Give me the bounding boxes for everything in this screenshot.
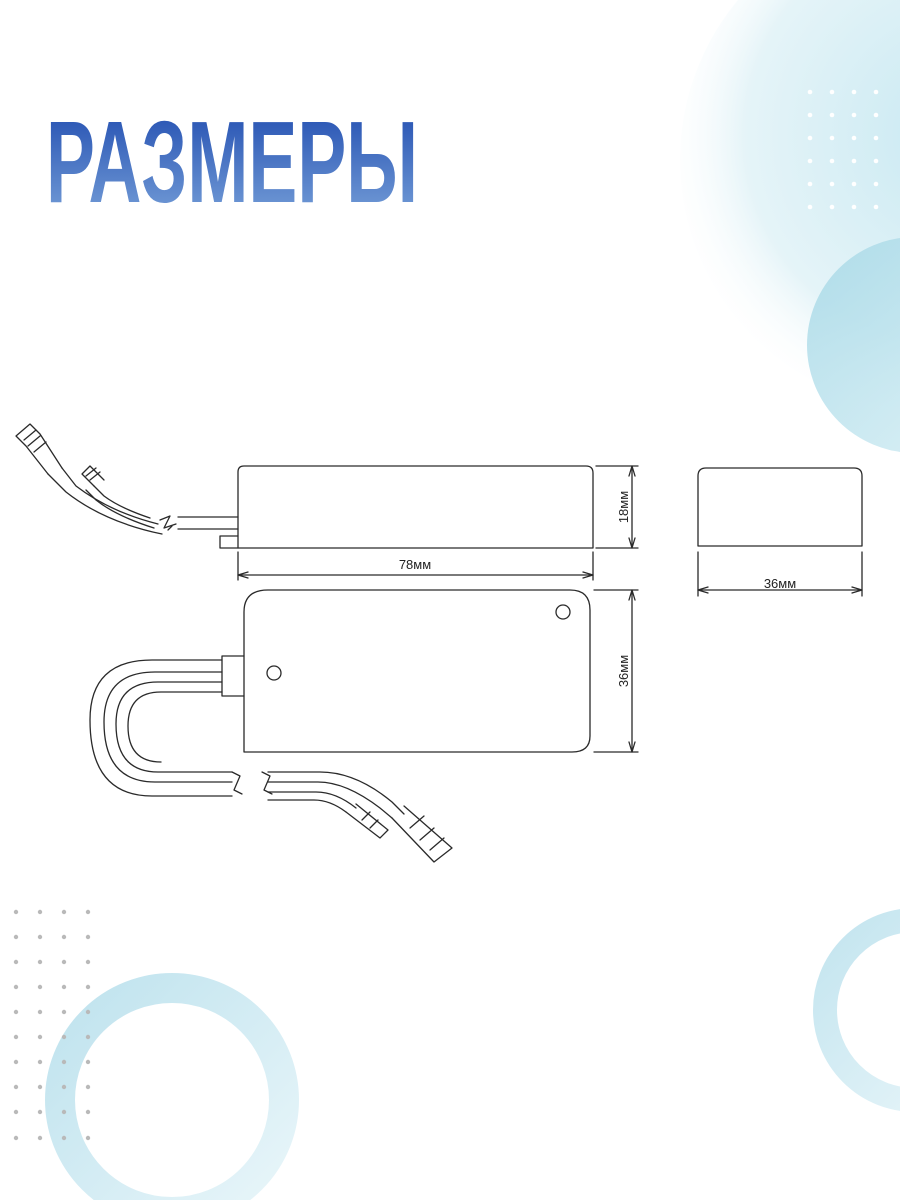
- decor-ring-bottom-left: [45, 973, 299, 1200]
- decor-dot-grid-top: [807, 89, 879, 210]
- decor-dot-grid-bottom: [13, 909, 91, 1141]
- page-title: РАЗМЕРЫ: [46, 97, 418, 226]
- side-view-cable-stub: [219, 535, 239, 549]
- top-view-break-mark-2: [261, 771, 273, 795]
- side-view-body: [237, 465, 594, 549]
- end-view-body: [697, 467, 863, 547]
- dim-36-top-line: [593, 589, 639, 753]
- top-view-connector-large: [391, 805, 453, 863]
- dim-78-label: 78мм: [399, 557, 431, 572]
- top-view-break-mark-1: [231, 771, 243, 795]
- top-view-mount-hole-right: [555, 604, 571, 620]
- page-title-container: РАЗМЕРЫ: [46, 97, 418, 226]
- dim-36-end-label: 36мм: [764, 576, 796, 591]
- top-view-mount-hole-left: [266, 665, 282, 681]
- dim-36-end-line: [697, 551, 863, 597]
- top-view-cable-stub: [221, 655, 245, 697]
- decor-ring-bottom-right: [813, 909, 900, 1111]
- side-view-cable: [177, 516, 239, 530]
- decor-circle-small: [807, 238, 900, 452]
- dim-18-label: 18мм: [616, 491, 631, 523]
- side-view-cable-bend: [61, 467, 159, 525]
- end-view: [697, 467, 863, 597]
- top-view: [89, 589, 639, 863]
- side-view-connector-small: [81, 465, 105, 487]
- top-view-connector-small: [345, 803, 389, 839]
- top-view-cable-loop: [89, 659, 233, 797]
- dim-36-top-label: 36мм: [616, 655, 631, 687]
- side-view-connector-large: [15, 423, 63, 475]
- side-view-break-mark: [159, 515, 177, 529]
- top-view-body: [243, 589, 591, 753]
- dim-18-line: [595, 465, 639, 549]
- side-view: [15, 423, 639, 581]
